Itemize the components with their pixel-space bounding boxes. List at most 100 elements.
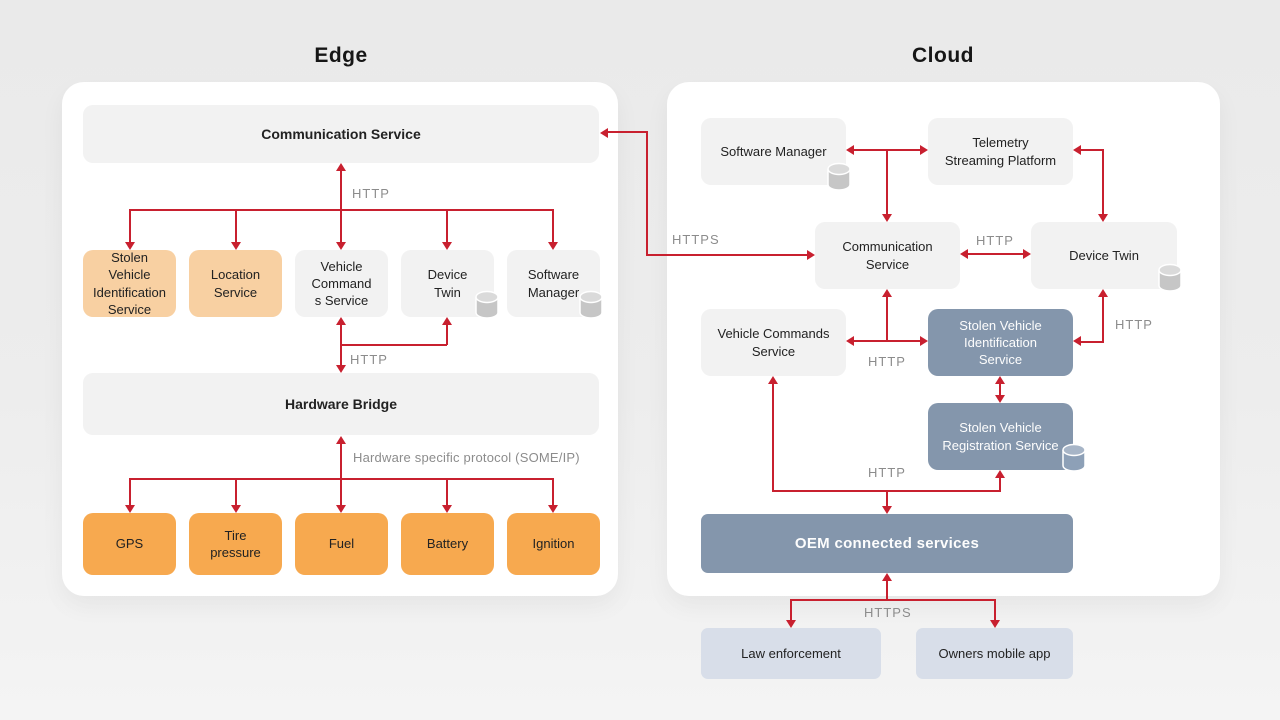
arrow-up-hardware-bridge-bottom (336, 436, 346, 444)
database-icon (1061, 443, 1087, 478)
oem-connected-services-box: OEM connected services (701, 514, 1073, 573)
arrow-up-svrs-bottom (995, 470, 1005, 478)
cloud-device-twin-box: Device Twin (1031, 222, 1177, 289)
arrow-up-vehicle-commands-edge (336, 317, 346, 325)
line-sm-tsp-horizontal (854, 149, 920, 151)
arrow-down-svis-edge (125, 242, 135, 250)
arrow-down-hardware-bridge (336, 365, 346, 373)
line-sensor-drop-4 (446, 480, 448, 505)
fuel-box: Fuel (295, 513, 388, 575)
line-svis-svrs-vertical (999, 384, 1001, 396)
line-link-top-horizontal (608, 131, 648, 133)
line-bridge-branch-horizontal (341, 344, 447, 346)
line-sensor-drop-3 (340, 480, 342, 505)
line-link-vertical (646, 131, 648, 256)
database-icon (826, 162, 852, 197)
arrow-down-software-manager-edge (548, 242, 558, 250)
arrow-left-software-manager-cloud (846, 145, 854, 155)
gps-box: GPS (83, 513, 176, 575)
arrow-right-cloud-comm-service (807, 250, 815, 260)
line-oem-to-vcs-vertical (772, 384, 774, 491)
arrow-right-svis (920, 336, 928, 346)
line-svis-to-comm-vertical (886, 297, 888, 341)
database-icon (1157, 263, 1183, 298)
arrow-down-svrs-top (995, 395, 1005, 403)
arrow-up-oem-bottom (882, 573, 892, 581)
arrow-up-cloud-device-twin-bottom (1098, 289, 1108, 297)
database-icon (578, 290, 604, 325)
arrow-up-svis-bottom (995, 376, 1005, 384)
arrow-up-vcs-bottom (768, 376, 778, 384)
line-sensor-drop-2 (235, 480, 237, 505)
line-edge-top-distribution (129, 209, 554, 211)
line-junction-to-oem (886, 491, 888, 506)
cloud-software-manager-box: Software Manager (701, 118, 846, 185)
line-external-distribution (790, 599, 996, 601)
edge-communication-service-box: Communication Service (83, 105, 599, 163)
line-link-bottom-horizontal (646, 254, 807, 256)
line-sensor-drop-5 (552, 480, 554, 505)
law-enforcement-box: Law enforcement (701, 628, 881, 679)
arrow-left-telemetry-right (1073, 145, 1081, 155)
edge-location-service-box: Location Service (189, 250, 282, 317)
https-bottom-label: HTTPS (864, 605, 912, 620)
line-tsp-dt-horizontal (1081, 149, 1104, 151)
line-bridge-branch-vertical (446, 325, 448, 345)
arrow-up-device-twin-edge (442, 317, 452, 325)
line-edge-comm-vertical (340, 170, 342, 210)
arrow-up-cloud-comm-bottom (882, 289, 892, 297)
line-sensor-drop-1 (129, 480, 131, 505)
arrow-down-device-twin-edge (442, 242, 452, 250)
cloud-communication-service-box: Communication Service (815, 222, 960, 289)
edge-http-top-label: HTTP (352, 186, 390, 201)
ignition-box: Ignition (507, 513, 600, 575)
arrow-left-comm-dt (960, 249, 968, 259)
stolen-vehicle-registration-service-box: Stolen Vehicle Registration Service (928, 403, 1073, 470)
arrow-right-comm-dt (1023, 249, 1031, 259)
http-vcs-svis-label: HTTP (868, 354, 906, 369)
arrow-right-telemetry (920, 145, 928, 155)
http-comm-device-twin-label: HTTP (976, 233, 1014, 248)
line-edge-drop-5 (552, 211, 554, 243)
line-edge-bottom-distribution (129, 478, 554, 480)
arrow-down-location (231, 242, 241, 250)
arrow-down-vehicle-commands-edge (336, 242, 346, 250)
line-dt-svis-horizontal (1081, 341, 1104, 343)
cloud-stolen-vehicle-identification-service-box: Stolen Vehicle Identification Service (928, 309, 1073, 376)
http-oem-label: HTTP (868, 465, 906, 480)
line-junction-to-comm (886, 151, 888, 214)
battery-box: Battery (401, 513, 494, 575)
line-oem-to-svrs-vertical (999, 478, 1001, 491)
line-owners-drop (994, 601, 996, 620)
arrow-down-fuel (336, 505, 346, 513)
cloud-title: Cloud (912, 44, 974, 67)
line-sensors-vertical (340, 444, 342, 479)
line-law-drop (790, 601, 792, 620)
cloud-vehicle-commands-service-box: Vehicle Commands Service (701, 309, 846, 376)
http-device-twin-svis-label: HTTP (1115, 317, 1153, 332)
arrow-down-law-enforcement (786, 620, 796, 628)
line-comm-dt-horizontal (968, 253, 1023, 255)
arrow-down-battery (442, 505, 452, 513)
arrow-left-edge-comm-service (600, 128, 608, 138)
line-edge-drop-3 (340, 211, 342, 243)
arrow-down-gps (125, 505, 135, 513)
arrow-down-owners-mobile-app (990, 620, 1000, 628)
line-oem-external-vertical (886, 581, 888, 600)
arrow-down-cloud-comm-service (882, 214, 892, 222)
database-icon (474, 290, 500, 325)
arrow-left-vcs (846, 336, 854, 346)
hardware-bridge-box: Hardware Bridge (83, 373, 599, 435)
arrow-up-edge-comm-service (336, 163, 346, 171)
line-edge-drop-2 (235, 211, 237, 243)
edge-stolen-vehicle-identification-service-box: Stolen Vehicle Identification Service (83, 250, 176, 317)
arrow-down-cloud-device-twin (1098, 214, 1108, 222)
line-vcs-svis-horizontal (854, 340, 920, 342)
edge-title: Edge (314, 44, 368, 67)
arrow-down-ignition (548, 505, 558, 513)
edge-http-bridge-label: HTTP (350, 352, 388, 367)
telemetry-streaming-platform-box: Telemetry Streaming Platform (928, 118, 1073, 185)
line-tsp-dt-vertical (1102, 149, 1104, 214)
edge-vehicle-commands-service-box: Vehicle Command s Service (295, 250, 388, 317)
line-edge-drop-4 (446, 211, 448, 243)
